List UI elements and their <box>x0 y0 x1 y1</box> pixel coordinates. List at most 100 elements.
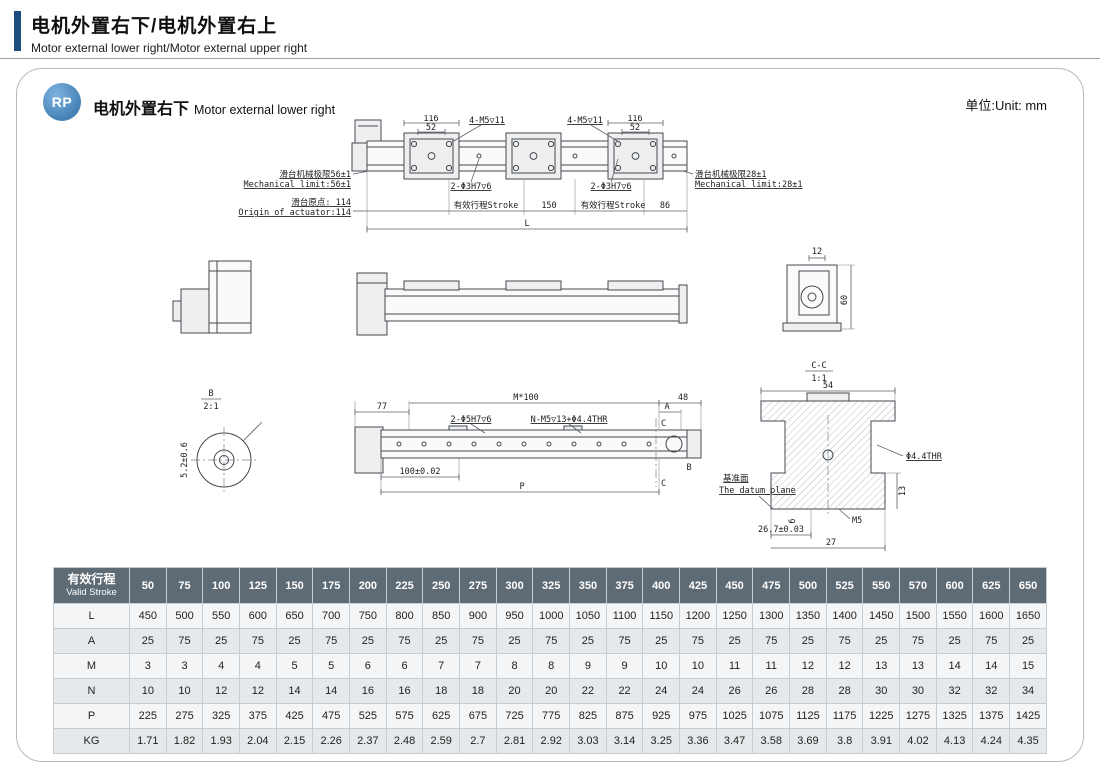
page-title: 电机外置右下/电机外置右上 <box>31 16 278 37</box>
stroke-header-cell: 375 <box>605 567 644 604</box>
value-cell: 600 <box>239 603 277 629</box>
value-cell: 24 <box>679 678 717 704</box>
value-cell: 10 <box>679 653 717 679</box>
stroke-header-cell: 450 <box>715 567 754 604</box>
value-cell: 1.82 <box>165 728 204 754</box>
pin-callout-right: 2-Φ3H7▽6 <box>591 182 632 192</box>
value-cell: 14 <box>935 653 974 679</box>
detail-b-dim: 5.2±0.6 <box>180 442 190 478</box>
value-cell: 6 <box>385 653 424 679</box>
header-divider <box>0 58 1100 59</box>
stroke-dim-right: 有效行程Stroke <box>581 200 646 211</box>
value-cell: 450 <box>129 603 167 629</box>
value-cell: 25 <box>275 628 314 654</box>
dim-52-right: 52 <box>630 123 640 133</box>
value-cell: 550 <box>202 603 241 629</box>
stroke-header-cell: 175 <box>312 567 351 604</box>
value-cell: 10 <box>165 678 204 704</box>
stroke-header-cell: 225 <box>385 567 424 604</box>
value-cell: 14 <box>312 678 351 704</box>
value-cell: 9 <box>569 653 607 679</box>
dim-116-left: 116 <box>423 115 438 124</box>
value-cell: 25 <box>642 628 681 654</box>
value-cell: 75 <box>825 628 864 654</box>
value-cell: 1550 <box>935 603 974 629</box>
value-cell: 1075 <box>752 703 791 729</box>
stroke-header-cell: 125 <box>239 567 277 604</box>
value-cell: 12 <box>202 678 241 704</box>
value-cell: 75 <box>605 628 644 654</box>
section-c-bottom: C <box>661 479 666 489</box>
value-cell: 16 <box>385 678 424 704</box>
value-cell: 650 <box>275 603 314 629</box>
value-cell: 13 <box>899 653 937 679</box>
value-cell: 75 <box>532 628 571 654</box>
value-cell: 25 <box>715 628 754 654</box>
value-cell: 75 <box>899 628 937 654</box>
row-label: L <box>53 603 130 629</box>
value-cell: 4.24 <box>972 728 1011 754</box>
value-cell: 275 <box>165 703 204 729</box>
value-cell: 1350 <box>789 603 827 629</box>
value-cell: 16 <box>349 678 387 704</box>
value-cell: 26 <box>752 678 791 704</box>
value-cell: 12 <box>825 653 864 679</box>
value-cell: 1225 <box>862 703 901 729</box>
value-cell: 1275 <box>899 703 937 729</box>
value-cell: 75 <box>679 628 717 654</box>
dim-26: 26.7±0.03 <box>758 525 804 535</box>
value-cell: 3.91 <box>862 728 901 754</box>
dim-27: 27 <box>826 538 836 548</box>
dim-150: 150 <box>541 201 556 211</box>
value-cell: 575 <box>385 703 424 729</box>
value-cell: 800 <box>385 603 424 629</box>
value-cell: 75 <box>239 628 277 654</box>
value-cell: 75 <box>165 628 204 654</box>
stroke-header-cell: 250 <box>422 567 461 604</box>
value-cell: 725 <box>495 703 534 729</box>
value-cell: 5 <box>275 653 314 679</box>
value-cell: 75 <box>385 628 424 654</box>
stroke-header-cell: 200 <box>349 567 387 604</box>
value-cell: 2.92 <box>532 728 571 754</box>
detail-b-scale: 2:1 <box>203 402 218 412</box>
value-cell: 4.13 <box>935 728 974 754</box>
mech-limit-right-zh: 滑台机械极限28±1 <box>695 169 766 180</box>
value-cell: 700 <box>312 603 351 629</box>
value-cell: 3.47 <box>715 728 754 754</box>
value-cell: 3 <box>165 653 204 679</box>
mech-limit-left-zh: 滑台机械极限56±1 <box>280 169 351 180</box>
value-cell: 75 <box>752 628 791 654</box>
value-cell: 11 <box>715 653 754 679</box>
value-cell: 1175 <box>825 703 864 729</box>
value-cell: 25 <box>1009 628 1047 654</box>
dim-L: L <box>524 219 529 229</box>
value-cell: 525 <box>349 703 387 729</box>
mech-limit-left-en: Mechanical limit:56±1 <box>244 180 351 190</box>
value-cell: 1000 <box>532 603 571 629</box>
value-cell: 750 <box>349 603 387 629</box>
dim-77: 77 <box>377 402 387 412</box>
page-subtitle: Motor external lower right/Motor externa… <box>31 41 308 55</box>
value-cell: 425 <box>275 703 314 729</box>
value-cell: 10 <box>129 678 167 704</box>
front-dimension-view: 77 M*100 A 48 2-Φ5H7▽6 N-M5▽13+Φ4.4THR C… <box>354 393 702 495</box>
value-cell: 22 <box>569 678 607 704</box>
value-cell: 675 <box>459 703 497 729</box>
dim-60: 60 <box>840 295 850 305</box>
row-label: P <box>53 703 130 729</box>
value-cell: 22 <box>605 678 644 704</box>
m5-callout: M5 <box>852 516 862 526</box>
section-c-top: C <box>661 419 666 429</box>
dim-48: 48 <box>678 393 688 403</box>
pin5-callout: 2-Φ5H7▽6 <box>451 415 492 425</box>
value-cell: 1450 <box>862 603 901 629</box>
value-cell: 12 <box>789 653 827 679</box>
value-cell: 6 <box>349 653 387 679</box>
